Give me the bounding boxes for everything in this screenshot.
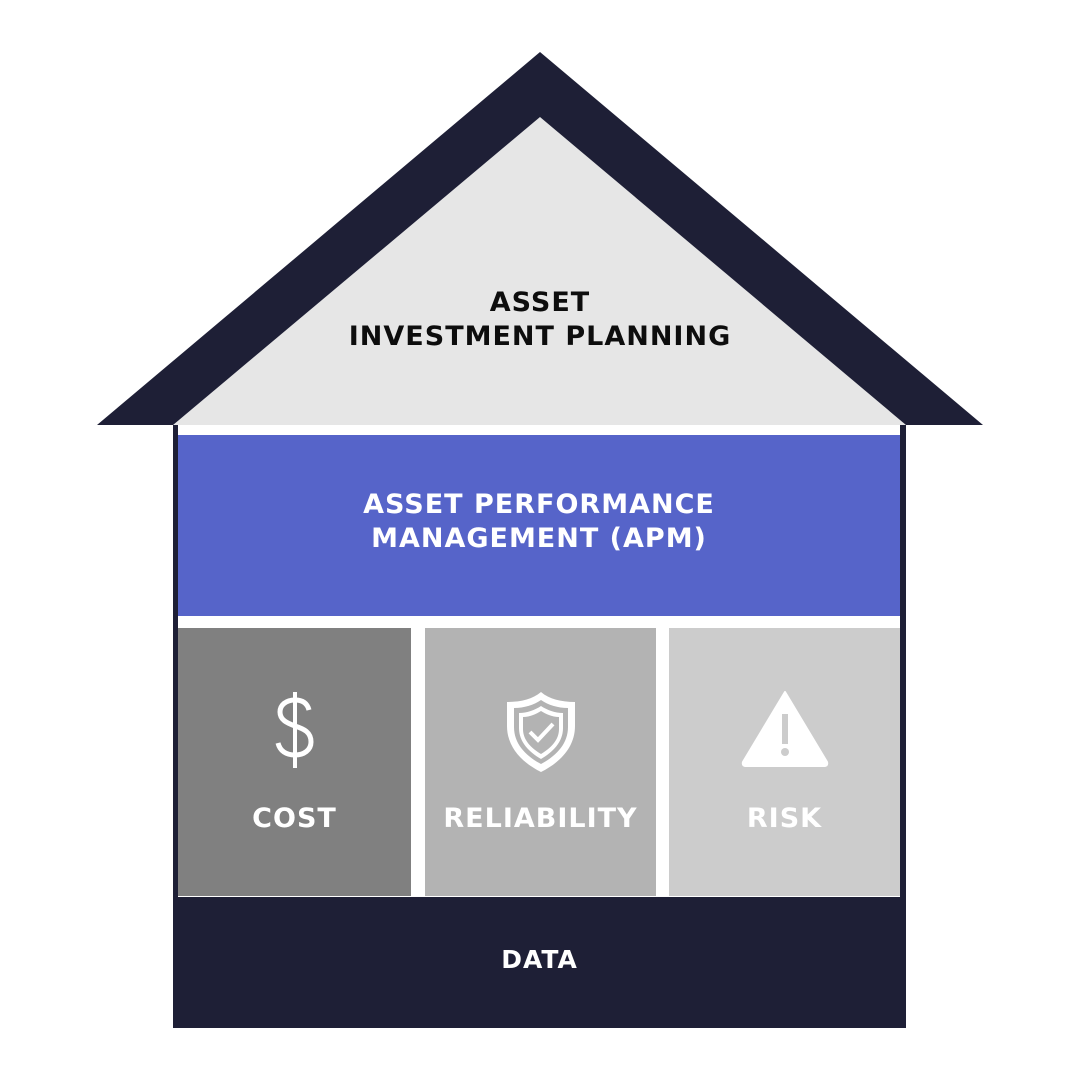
apm-band: ASSET PERFORMANCE MANAGEMENT (APM) [178,435,900,616]
apm-line2: MANAGEMENT (APM) [371,523,707,554]
shield-check-icon [505,690,577,778]
roof-title: ASSET INVESTMENT PLANNING [240,286,840,354]
roof-inner [173,117,906,425]
pillar-reliability-label: RELIABILITY [443,803,638,834]
pillar-reliability: RELIABILITY [425,628,656,896]
warning-icon [741,690,829,772]
pillar-cost-label: COST [252,803,337,834]
pillar-cost: COST [178,628,411,896]
dollar-icon [273,690,317,774]
apm-line1: ASSET PERFORMANCE [363,489,715,520]
pillar-risk: RISK [669,628,900,896]
pillar-risk-label: RISK [746,803,823,834]
roof-title-line1: ASSET [489,287,591,318]
roof-title-line2: INVESTMENT PLANNING [348,321,732,352]
base-data-label: DATA [501,945,578,974]
